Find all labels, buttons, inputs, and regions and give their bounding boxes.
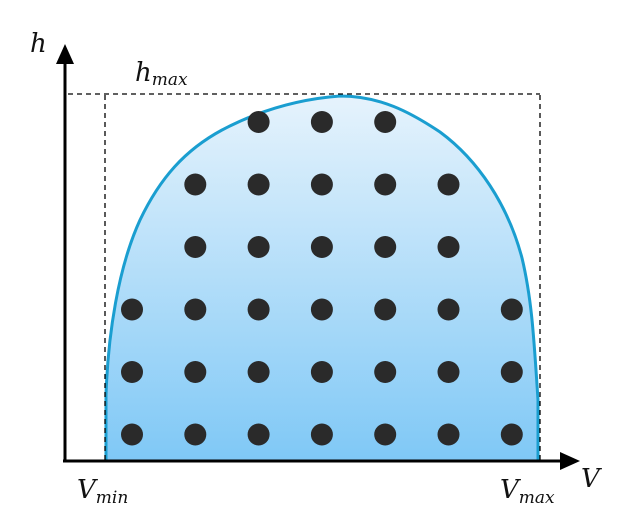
- sample-point: [310, 111, 333, 133]
- sample-point: [437, 423, 460, 446]
- v-min-subscript: min: [96, 488, 129, 508]
- sample-point: [184, 236, 207, 258]
- sample-point: [310, 298, 333, 321]
- v-min-base: V: [77, 475, 98, 505]
- sample-point: [310, 361, 333, 383]
- v-max-subscript: max: [519, 488, 555, 508]
- sample-point: [184, 423, 207, 446]
- v-min-label: Vmin: [77, 475, 128, 508]
- y-axis-arrow: [56, 44, 74, 64]
- sample-point: [500, 298, 523, 321]
- sample-point: [310, 173, 333, 196]
- feasible-region: [106, 96, 538, 461]
- sample-point: [374, 173, 397, 196]
- v-max-base: V: [500, 475, 521, 505]
- sample-point: [121, 361, 143, 383]
- sample-point: [310, 423, 333, 446]
- feasible-region-boundary: [104, 94, 540, 461]
- h-max-base: h: [135, 58, 152, 88]
- x-axis-arrow: [560, 452, 580, 470]
- sample-point: [184, 361, 207, 383]
- sample-point: [247, 111, 270, 133]
- sample-point: [247, 173, 270, 196]
- sample-points: [121, 111, 523, 446]
- y-axis-label: h: [30, 29, 47, 59]
- sample-point: [247, 236, 270, 258]
- sample-point: [121, 298, 143, 321]
- sample-point: [437, 361, 460, 383]
- sample-point: [500, 423, 523, 446]
- h-max-label: hmax: [135, 58, 188, 90]
- sample-point: [310, 236, 333, 258]
- sample-point: [247, 298, 270, 321]
- sample-point: [247, 423, 270, 446]
- v-max-label: Vmax: [500, 475, 555, 508]
- sample-point: [374, 298, 397, 321]
- sample-point: [374, 236, 397, 258]
- sample-point: [374, 111, 397, 133]
- sample-point: [184, 298, 207, 321]
- h-max-subscript: max: [152, 70, 188, 90]
- sample-point: [437, 298, 460, 321]
- sample-point: [184, 173, 207, 196]
- sample-point: [374, 361, 397, 383]
- sample-point: [121, 423, 143, 446]
- sample-point: [247, 361, 270, 383]
- sample-point: [437, 173, 460, 196]
- sample-point: [500, 361, 523, 383]
- sample-point: [437, 236, 460, 258]
- sample-point: [374, 423, 397, 446]
- x-axis-label: V: [581, 464, 602, 494]
